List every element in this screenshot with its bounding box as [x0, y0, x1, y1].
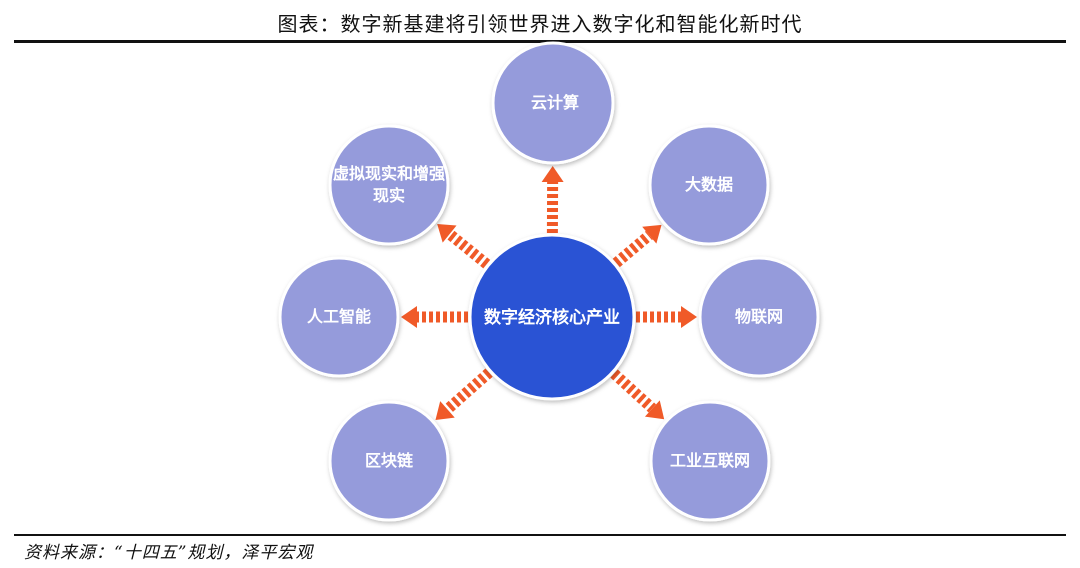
- center-node: [468, 233, 636, 401]
- arrow-head-iiot: [644, 400, 665, 420]
- arrows-group: [401, 165, 697, 420]
- node-iiot: [649, 400, 771, 522]
- node-label-vrar: 虚拟现实和增强现实: [332, 164, 445, 205]
- bottom-rule: [14, 534, 1066, 536]
- arrow-shaft-blockchain: [443, 368, 493, 414]
- source-note: 资料来源：“十四五”规划，泽平宏观: [24, 543, 314, 563]
- page-title: 图表：数字新基建将引领世界进入数字化和智能化新时代: [277, 12, 803, 36]
- arrow-head-cloud: [541, 165, 564, 183]
- node-iot: [698, 256, 820, 378]
- node-label-ai: 人工智能: [306, 307, 371, 326]
- top-rule: [14, 40, 1066, 43]
- node-bigdata: [648, 124, 770, 246]
- arrow-head-blockchain: [435, 401, 455, 420]
- center-node-label: 数字经济核心产业: [484, 308, 620, 328]
- node-ai: [278, 256, 400, 378]
- arrow-head-ai: [401, 306, 417, 328]
- node-label-bigdata: 大数据: [684, 175, 733, 194]
- node-label-iiot: 工业互联网: [669, 451, 750, 470]
- node-vrar: [328, 124, 450, 246]
- arrow-head-vrar: [437, 224, 457, 243]
- node-label-blockchain: 区块链: [364, 451, 413, 470]
- circles-group: [278, 41, 820, 522]
- node-cloud: [491, 41, 615, 165]
- arrow-head-bigdata: [642, 224, 662, 244]
- node-label-iot: 物联网: [734, 307, 783, 326]
- arrow-shaft-vrar: [446, 229, 491, 269]
- arrow-head-iot: [681, 306, 697, 328]
- arrow-shaft-iiot: [610, 369, 657, 413]
- arrow-shaft-bigdata: [612, 230, 653, 268]
- node-blockchain: [328, 400, 450, 522]
- node-label-cloud: 云计算: [530, 93, 579, 112]
